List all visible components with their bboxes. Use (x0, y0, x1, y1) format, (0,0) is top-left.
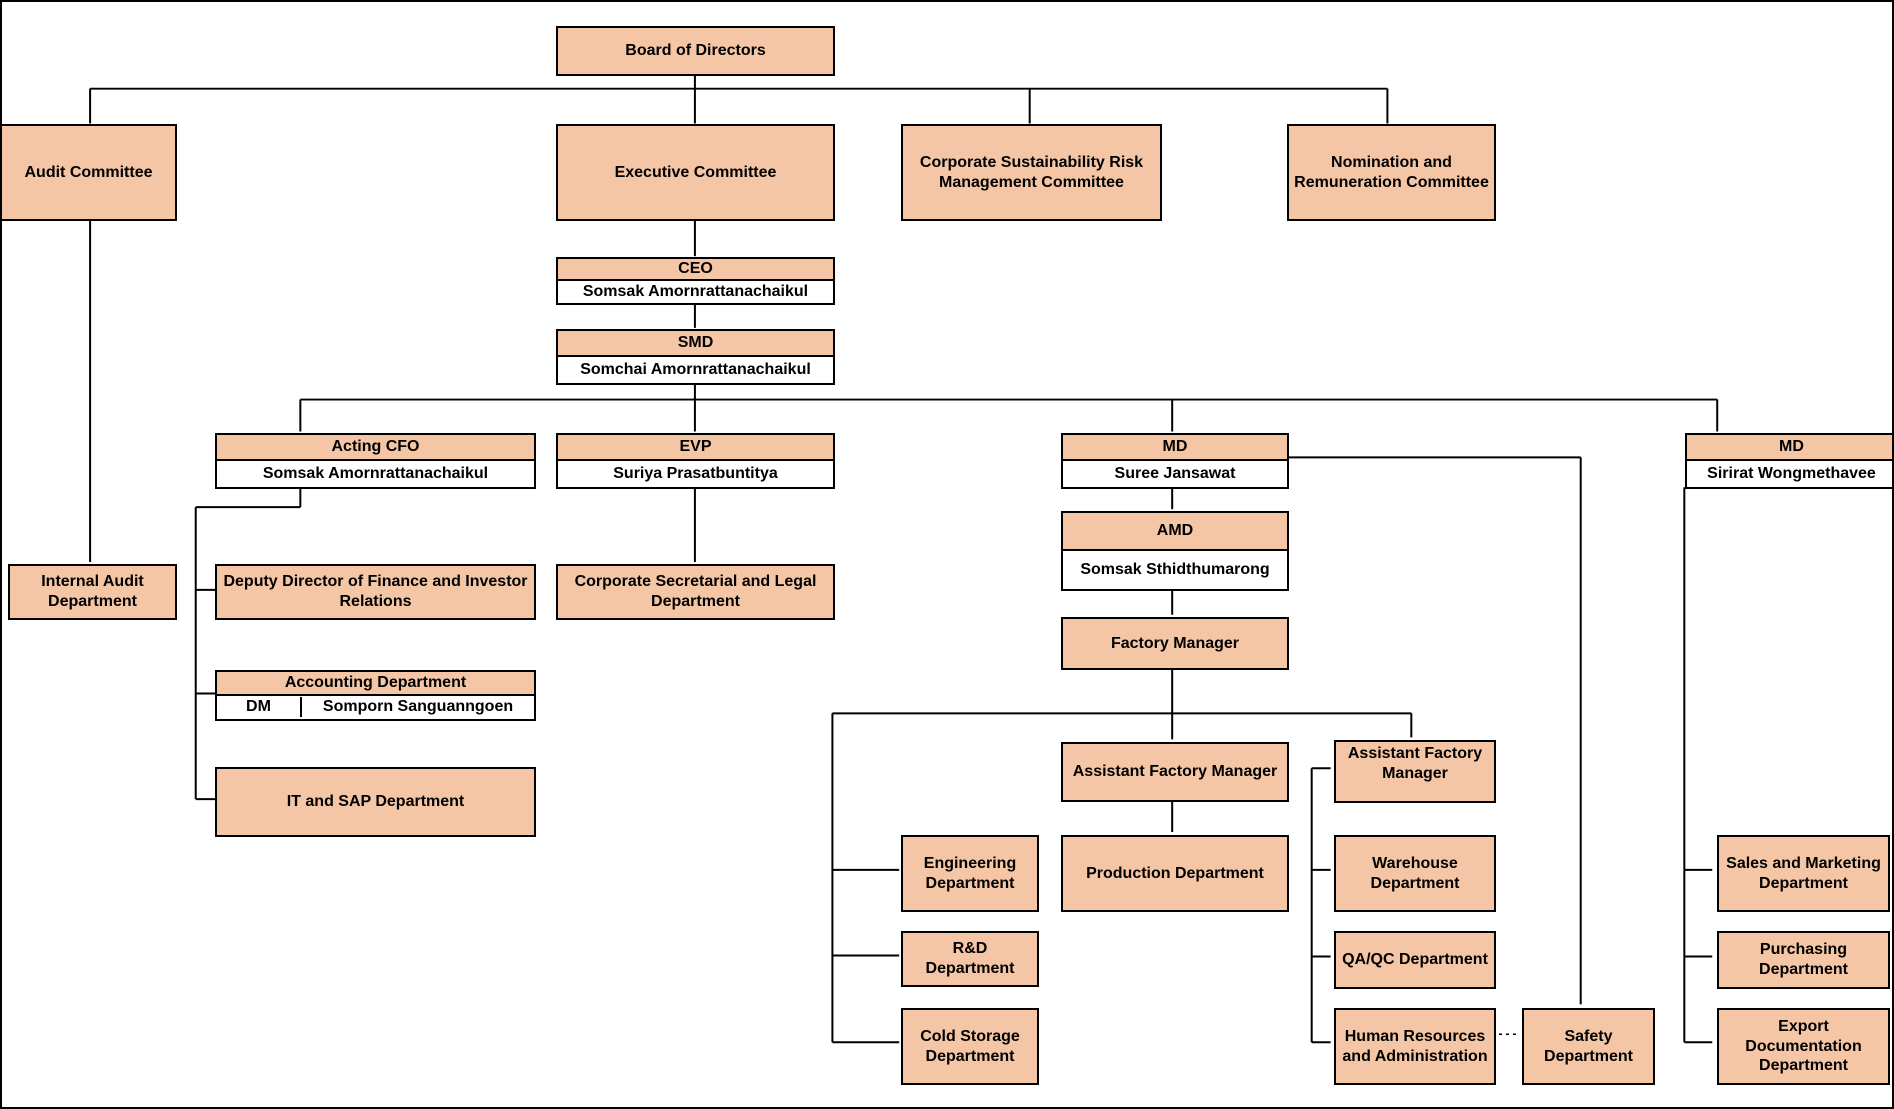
node-person-row: DM Somporn Sanguanngoen (217, 695, 534, 719)
org-node-amd: AMD Somsak Sthidthumarong (1061, 511, 1289, 591)
node-label: Engineering Department (923, 854, 1017, 892)
node-label: Purchasing Department (1759, 941, 1848, 978)
node-label: Factory Manager (1110, 634, 1240, 652)
node-title: Accounting Department (217, 672, 534, 696)
node-label: Executive Committee (614, 163, 777, 181)
node-person-name: Suriya Prasatbuntitya (558, 461, 833, 487)
node-label: QA/QC Department (1342, 951, 1488, 969)
org-node-evp: EVP Suriya Prasatbuntitya (556, 433, 835, 489)
org-node-human-resources-administration: Human Resources and Administration (1334, 1008, 1496, 1085)
node-label: Deputy Director of Finance and Investor … (223, 573, 528, 610)
node-label: Safety Department (1544, 1027, 1633, 1065)
org-node-nomination-and-remuneration-committee: Nomination and Remuneration Committee (1287, 124, 1496, 221)
org-node-export-documentation-department: Export Documentation Department (1717, 1008, 1890, 1085)
node-person-name: Somsak Amornrattanachaikul (558, 281, 833, 303)
org-node-md-suree: MD Suree Jansawat (1061, 433, 1289, 489)
node-label: Cold Storage Department (920, 1027, 1020, 1065)
org-node-audit-committee: Audit Committee (2, 124, 177, 221)
org-node-rnd-department: R&D Department (901, 931, 1039, 987)
node-label: Audit Committee (24, 163, 153, 181)
org-node-engineering-department: Engineering Department (901, 835, 1039, 912)
node-person-name: Somchai Amornrattanachaikul (558, 357, 833, 383)
org-node-it-and-sap-department: IT and SAP Department (215, 767, 536, 837)
org-node-corporate-sustainability-risk-management-committee: Corporate Sustainability Risk Management… (901, 124, 1162, 221)
org-node-board-of-directors: Board of Directors (556, 26, 835, 76)
node-person-name: Somsak Amornrattanachaikul (217, 461, 534, 487)
org-node-factory-manager: Factory Manager (1061, 617, 1289, 670)
node-label: R&D Department (925, 940, 1015, 977)
node-person-role: DM (217, 697, 302, 717)
node-title: MD (1687, 435, 1892, 461)
node-label: Export Documentation Department (1745, 1018, 1862, 1075)
org-node-ceo: CEO Somsak Amornrattanachaikul (556, 257, 835, 305)
org-node-accounting-department: Accounting Department DM Somporn Sanguan… (215, 670, 536, 721)
node-label: Human Resources and Administration (1342, 1027, 1488, 1065)
org-node-md-sirirat: MD Sirirat Wongmethavee (1685, 433, 1892, 489)
org-node-smd: SMD Somchai Amornrattanachaikul (556, 329, 835, 385)
org-node-corporate-secretarial-legal-department: Corporate Secretarial and Legal Departme… (556, 564, 835, 620)
node-person-name: Somporn Sanguanngoen (322, 698, 514, 716)
node-label: Assistant Factory Manager (1072, 763, 1278, 781)
node-label: Corporate Secretarial and Legal Departme… (574, 573, 817, 610)
node-title: CEO (558, 259, 833, 281)
node-label: Sales and Marketing Department (1726, 854, 1881, 892)
node-label: Production Department (1086, 864, 1264, 882)
org-node-deputy-director-finance-investor-relations: Deputy Director of Finance and Investor … (215, 564, 536, 620)
node-title: SMD (558, 331, 833, 357)
org-node-production-department: Production Department (1061, 835, 1289, 912)
node-label: Internal Audit Department (41, 573, 144, 610)
org-node-sales-and-marketing-department: Sales and Marketing Department (1717, 835, 1890, 912)
org-node-cold-storage-department: Cold Storage Department (901, 1008, 1039, 1085)
node-title: MD (1063, 435, 1287, 461)
node-title: AMD (1063, 513, 1287, 551)
org-node-safety-department: Safety Department (1522, 1008, 1655, 1085)
org-node-warehouse-department: Warehouse Department (1334, 835, 1496, 912)
node-label: IT and SAP Department (286, 793, 465, 811)
node-label: Nomination and Remuneration Committee (1294, 153, 1489, 191)
org-node-assistant-factory-manager-center: Assistant Factory Manager (1061, 742, 1289, 802)
org-node-assistant-factory-manager-right: Assistant Factory Manager (1334, 740, 1496, 803)
node-title: EVP (558, 435, 833, 461)
node-person-name: Suree Jansawat (1063, 461, 1287, 487)
org-node-qaqc-department: QA/QC Department (1334, 931, 1496, 989)
node-label: Warehouse Department (1370, 854, 1460, 892)
node-person-name: Somsak Sthidthumarong (1063, 551, 1287, 589)
node-label: Corporate Sustainability Risk Management… (919, 153, 1144, 191)
connector-solid (89, 75, 1719, 1044)
org-node-internal-audit-department: Internal Audit Department (8, 564, 177, 620)
org-node-purchasing-department: Purchasing Department (1717, 931, 1890, 989)
node-label: Board of Directors (625, 42, 766, 60)
node-person-name: Sirirat Wongmethavee (1687, 461, 1892, 487)
node-label: Assistant Factory Manager (1347, 745, 1483, 782)
node-title: Acting CFO (217, 435, 534, 461)
org-node-executive-committee: Executive Committee (556, 124, 835, 221)
org-node-acting-cfo: Acting CFO Somsak Amornrattanachaikul (215, 433, 536, 489)
